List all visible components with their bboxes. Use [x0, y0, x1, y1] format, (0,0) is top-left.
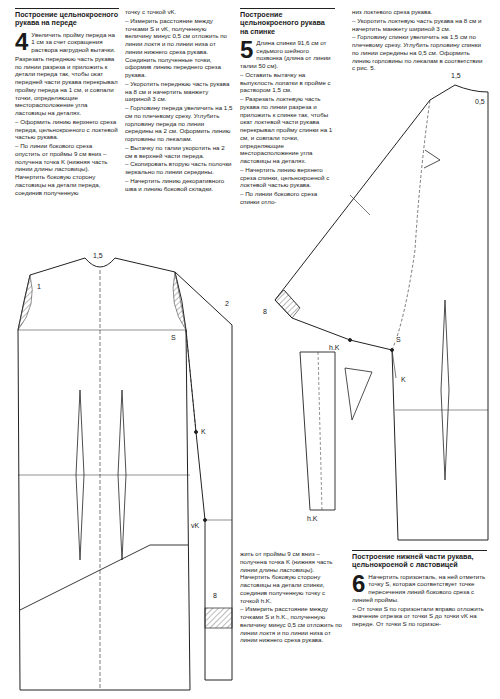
gusset-piece — [300, 352, 335, 510]
instruction-text: – Вытачку по талии укоротить на 2 см в в… — [125, 144, 233, 160]
cuff — [205, 608, 232, 628]
instruction-text: – Оформить линию верхнего среза переда, … — [15, 118, 119, 141]
instruction-text: – По линии бокового среза спинки отло- — [240, 190, 335, 206]
instruction-text: Начертить горизонталь, на ней отметить т… — [352, 573, 487, 604]
section-heading: Построение нижней части рукава, цельнокр… — [352, 550, 487, 570]
step-number: 4 — [15, 31, 28, 54]
shoulder-blade-dart — [424, 150, 440, 168]
point — [391, 349, 394, 352]
instruction-text: – По линии бокового среза опустить от пр… — [15, 142, 119, 196]
section-heading: Построение цельнокроеного рукава на пере… — [15, 8, 119, 28]
point — [195, 431, 198, 434]
elbow-line — [205, 520, 232, 521]
section-heading: Построение цельнокроеного рукава на спин… — [240, 8, 335, 36]
point — [204, 519, 207, 522]
text-column: жить от проймы 9 см вниз – получена точк… — [240, 550, 344, 645]
instruction-text: точку с точкой vK. — [125, 8, 233, 16]
instruction-text: – Укоротить переднюю часть рукава на 8 с… — [125, 80, 233, 103]
side-mark — [392, 350, 396, 378]
gusset-line — [186, 330, 196, 432]
instruction-text: – От точки S по горизонтали вправо отлож… — [352, 605, 487, 628]
front-outline — [18, 258, 190, 690]
dimension-label: S — [170, 334, 177, 341]
instruction-text: Разрезать переднюю часть рукава по линии… — [15, 55, 119, 117]
instruction-text: – Скопировать вторую часть полочки зерка… — [125, 160, 233, 176]
text-column: точку с точкой vK.– Измерить расстояние … — [125, 8, 233, 193]
dimension-label: 1,5 — [450, 72, 462, 79]
dimension-label: K — [400, 376, 407, 383]
point — [349, 339, 352, 342]
instruction-text: Увеличить пройму переда на 1 см за счет … — [15, 31, 119, 54]
text-column: низ локтевого среза рукава.– Укоротить л… — [352, 8, 487, 73]
dimension-label: 1 — [36, 283, 42, 290]
instruction-text: – Измерить расстояние между точками S и … — [240, 605, 344, 644]
text-column: Построение цельнокроеного рукава на пере… — [15, 8, 119, 197]
dimension-label: h.K — [328, 344, 341, 351]
instruction-text: – Разрезать локтевую часть рукава по лин… — [240, 95, 335, 165]
dimension-label: 8 — [262, 308, 268, 315]
elbow-line — [350, 195, 370, 215]
dimension-label: h.K — [306, 515, 319, 522]
instruction-text: низ локтевого среза рукава. — [352, 8, 487, 16]
grain-line — [318, 352, 322, 510]
step-number: 6 — [352, 573, 365, 596]
instruction-text: – Горловину переда увеличить на 1,5 см п… — [125, 104, 233, 143]
decorative-seam — [20, 545, 188, 610]
dimension-label: K — [200, 428, 207, 435]
text-column: Построение цельнокроеного рукава на спин… — [240, 8, 335, 207]
sleeve-outline — [175, 272, 232, 680]
dimension-label: vK — [190, 522, 200, 529]
center-line — [100, 270, 101, 690]
chest-line — [18, 330, 186, 331]
front-pattern — [18, 258, 232, 690]
instruction-text: – Укоротить локтевую часть рукава на 8 с… — [352, 17, 487, 33]
instruction-text: – Начертить линию верхнего среза спинки,… — [240, 166, 335, 189]
dimension-label: 8 — [212, 592, 218, 599]
waist-line — [18, 475, 190, 476]
dimension-label: 1,5 — [92, 252, 104, 259]
gusset-triangle — [345, 368, 372, 420]
instruction-text: – Начертить линию декоративного шва и ли… — [125, 177, 233, 193]
armhole-line — [392, 100, 430, 350]
instruction-text: – Измерить расстояние между точками S и … — [125, 17, 233, 79]
dimension-label: 0,5 — [474, 98, 486, 105]
waist-dart — [441, 300, 449, 480]
cuff — [275, 290, 300, 318]
instruction-text: – Горловину спинки увеличить на 1,5 см п… — [352, 33, 487, 72]
dimension-label: S — [395, 336, 402, 343]
dimension-label: 2 — [224, 300, 230, 307]
waist-line — [395, 410, 488, 411]
text-column: Построение нижней части рукава, цельнокр… — [352, 550, 487, 629]
step-number: 5 — [240, 39, 253, 62]
instruction-text: Длина спинки 91,6 см от седьмого шейного… — [240, 39, 335, 70]
instruction-text: – Оставить вытачку на выпуклость лопатки… — [240, 71, 335, 94]
instruction-text: жить от проймы 9 см вниз – получена точк… — [240, 550, 344, 604]
armhole-hatch — [18, 275, 32, 330]
